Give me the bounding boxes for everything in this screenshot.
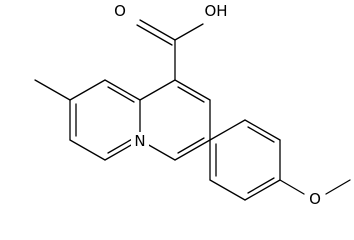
bond [244,119,281,141]
double-bond-inner [177,86,205,103]
double-bond-inner [107,86,135,103]
double-bond-inner [247,126,275,143]
methoxyphenyl-ring [209,119,281,201]
bond [325,179,351,195]
double-bond-inner [247,177,275,194]
double-bond-inner [107,137,135,154]
bond [174,79,211,101]
bond [279,179,305,195]
bond [209,179,246,201]
pyridine-ring [139,79,211,161]
bond [139,19,176,41]
carboxyl-group [136,19,204,81]
double-bond-inner [177,137,205,154]
carboxyl-o-label-bg [111,2,129,20]
double-bond-outer [136,24,173,46]
methoxy-group [279,179,351,195]
bond [209,119,246,141]
bond [139,79,176,101]
nitrogen-label: N [134,132,145,150]
carboxyl-oxygen-label: O [114,2,126,20]
methoxy-oxygen-label: O [309,190,321,208]
chemical-structure: N O OH O [34,2,351,208]
methoxy-o-label-bg [306,190,324,208]
bond [174,23,204,41]
bond [174,139,211,161]
n-label-bg [131,132,149,150]
benzo-ring [69,79,141,161]
carboxyl-oh-label-bg [202,2,230,20]
bond [104,79,141,101]
bond [69,79,106,101]
bond [244,179,281,201]
hydroxyl-label: OH [204,2,227,20]
methyl-bond [34,79,71,101]
bond [69,139,106,161]
